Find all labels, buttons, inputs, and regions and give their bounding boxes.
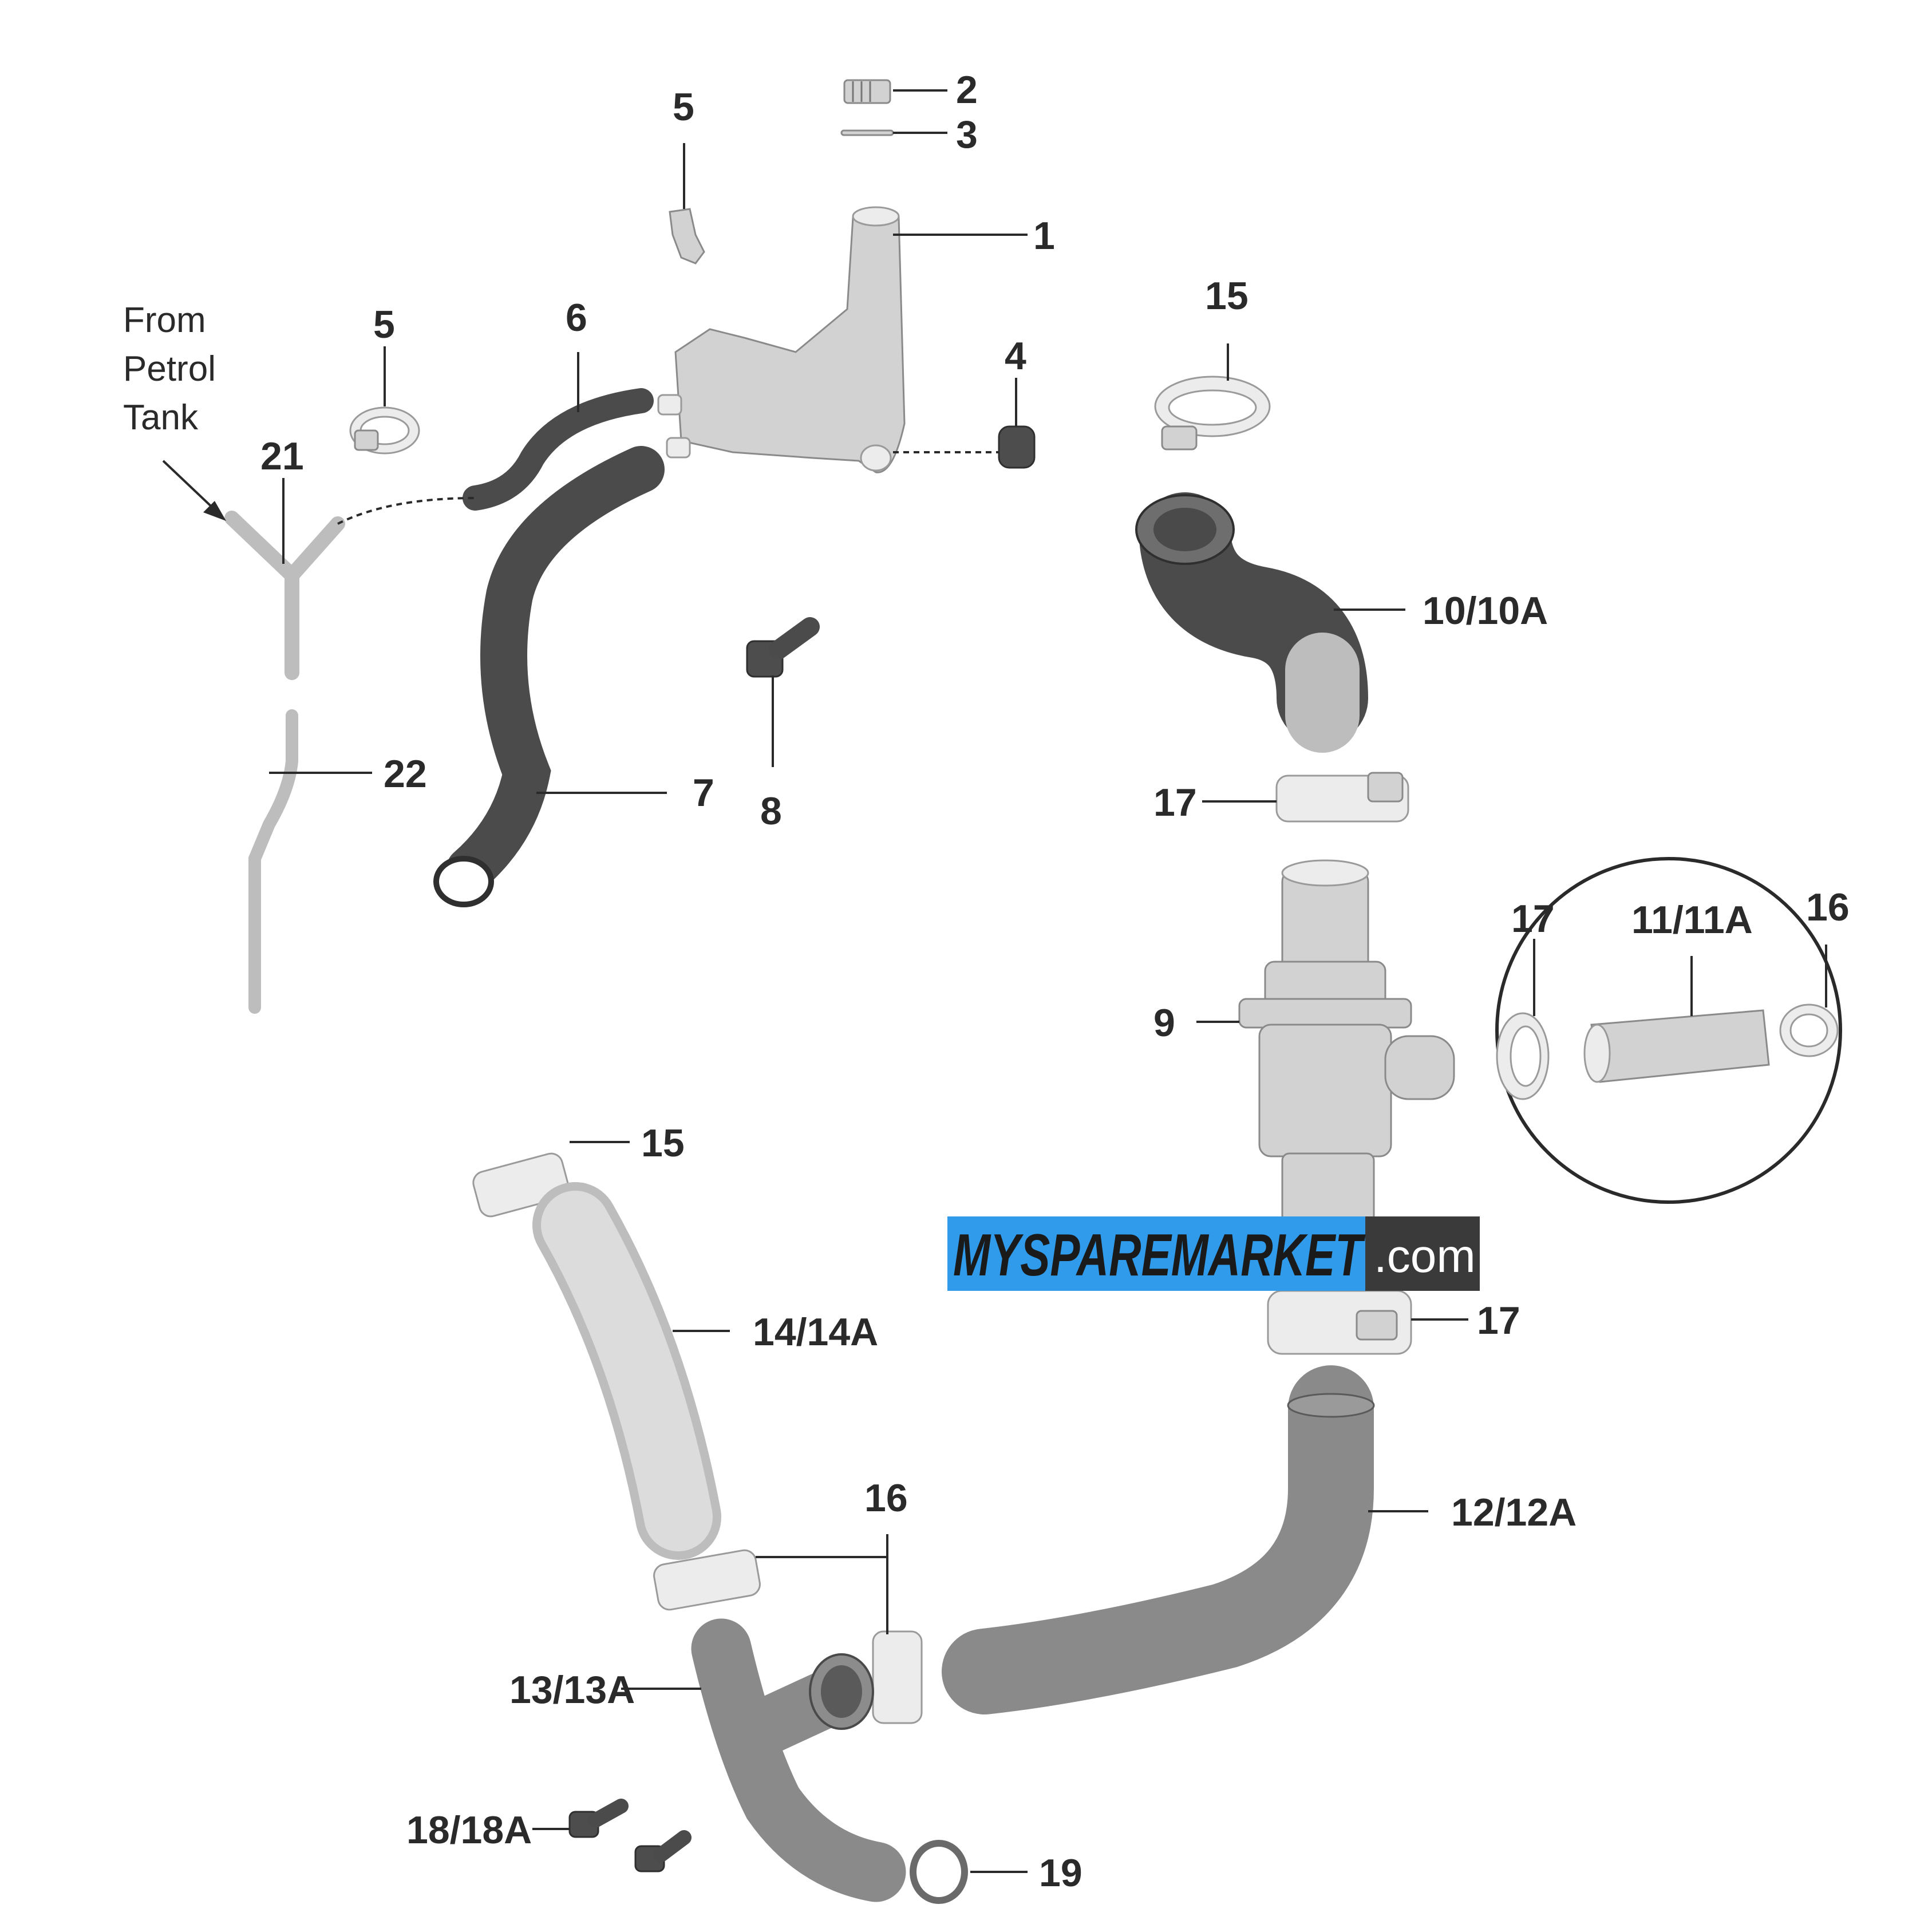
note-line-3: Tank <box>123 398 199 437</box>
part-15-clip-top <box>1154 376 1271 451</box>
note-line-1: From <box>123 301 206 340</box>
part-5-clip-top <box>669 208 705 264</box>
watermark: MYSPAREMARKET .com <box>947 1216 1480 1291</box>
part-8-bolt <box>746 617 820 678</box>
note-line-2: Petrol <box>123 349 216 389</box>
callout-18: 18/18A <box>406 1808 532 1852</box>
watermark-main: MYSPAREMARKET <box>953 1222 1366 1289</box>
callout-5-left: 5 <box>373 303 395 346</box>
part-9-t-connector <box>1238 859 1455 1269</box>
detail-circle <box>1495 857 1842 1204</box>
callout-11: 11/11A <box>1631 898 1753 942</box>
callout-14: 14/14A <box>753 1310 878 1354</box>
callout-10: 10/10A <box>1423 589 1548 633</box>
part-19-o-ring <box>910 1840 968 1904</box>
part-17-clip-lower <box>1267 1290 1412 1355</box>
callout-12: 12/12A <box>1451 1491 1577 1534</box>
callout-19: 19 <box>1039 1851 1082 1895</box>
callout-1: 1 <box>1033 214 1055 258</box>
leader-lines <box>162 89 1827 1873</box>
part-17-clip-upper <box>1275 772 1409 823</box>
watermark-suffix: .com <box>1374 1230 1476 1282</box>
callout-22: 22 <box>384 752 427 796</box>
callout-9: 9 <box>1153 1001 1175 1045</box>
part-18-bolt-a <box>568 1799 629 1838</box>
callout-13: 13/13A <box>509 1668 635 1712</box>
part-1-bracket <box>657 206 906 473</box>
part-11-pipe <box>1583 1009 1770 1083</box>
part-18-bolt-b <box>634 1830 692 1872</box>
callout-8: 8 <box>760 789 782 833</box>
callout-21: 21 <box>260 434 304 478</box>
callout-6: 6 <box>566 296 587 339</box>
part-16-clip-detail <box>1779 1003 1839 1057</box>
callout-3: 3 <box>956 113 978 156</box>
callout-16-lower: 16 <box>864 1476 908 1520</box>
part-16-clip-right <box>872 1630 923 1724</box>
callout-17-detail: 17 <box>1511 897 1555 941</box>
part-5-clip-left <box>349 406 420 455</box>
part-21-y-connector <box>224 511 345 680</box>
callout-17-lower: 17 <box>1477 1299 1520 1342</box>
part-4-grommet <box>998 425 1036 469</box>
callout-17-upper: 17 <box>1153 781 1197 824</box>
part-17-clip-detail <box>1496 1012 1550 1100</box>
callout-15-top: 15 <box>1205 274 1249 318</box>
callout-7: 7 <box>693 771 714 815</box>
callout-4: 4 <box>1005 334 1026 378</box>
callout-15-left: 15 <box>641 1121 685 1165</box>
part-3-washer <box>840 129 894 136</box>
callout-2: 2 <box>956 68 978 112</box>
part-22-tube <box>248 709 298 1014</box>
callout-5-top: 5 <box>673 85 694 129</box>
part-2-cap <box>843 79 891 104</box>
part-16-clip-lower <box>653 1549 761 1611</box>
callout-16-detail: 16 <box>1806 886 1850 929</box>
